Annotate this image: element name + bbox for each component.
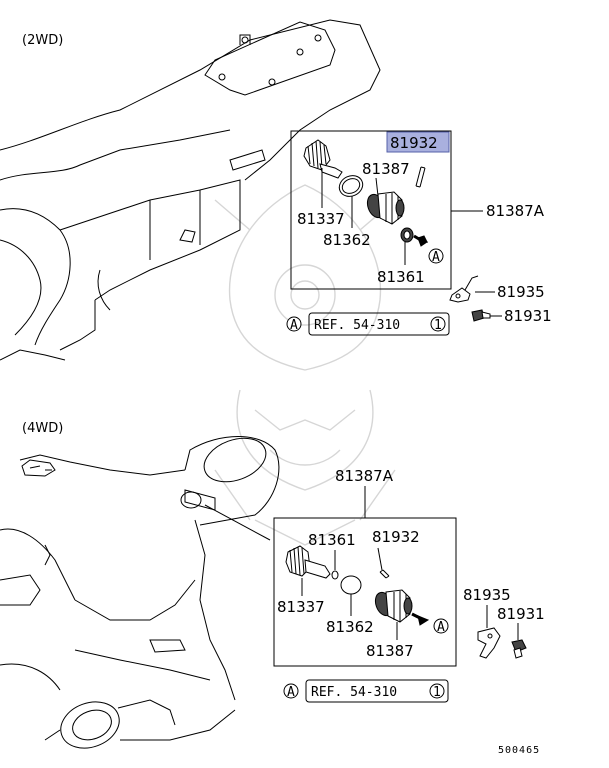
ref-number-circle-top	[430, 316, 446, 332]
transfer-housing-4wd	[0, 436, 280, 749]
o-ring-81362-bottom	[340, 575, 362, 595]
label-81387-top[interactable]: 81387	[362, 160, 410, 178]
parts-box-2wd	[290, 130, 452, 290]
sleeve-81387-bottom	[374, 589, 413, 640]
label-81361-top[interactable]: 81361	[377, 268, 425, 286]
pin-81932-top	[415, 166, 426, 188]
label-81931-top[interactable]: 81931	[504, 307, 552, 325]
ref-box-bottom	[305, 679, 449, 703]
pin-81932-bottom	[377, 547, 390, 579]
ref-box-top	[308, 312, 450, 336]
label-81932-top[interactable]: 81932	[390, 134, 438, 152]
driven-gear-81337-bottom	[285, 545, 331, 596]
circle-marker-a-top-text: A	[432, 250, 440, 265]
highlight-81932	[386, 131, 450, 153]
sleeve-81387-top	[366, 177, 405, 225]
label-81932-bottom[interactable]: 81932	[372, 528, 420, 546]
label-81387a-bottom[interactable]: 81387A	[335, 467, 394, 485]
bracket-81935-bottom	[477, 627, 501, 659]
label-81931-bottom[interactable]: 81931	[497, 605, 545, 623]
label-81337-bottom[interactable]: 81337	[277, 598, 325, 616]
ref-marker-a-bottom	[283, 683, 299, 699]
ref-text-bottom[interactable]: REF. 54-310	[311, 685, 397, 700]
label-81387-bottom[interactable]: 81387	[366, 642, 414, 660]
label-81362-bottom[interactable]: 81362	[326, 618, 374, 636]
label-81362-top[interactable]: 81362	[323, 231, 371, 249]
o-ring-81362-top	[338, 175, 364, 197]
driven-gear-81337-top	[303, 139, 343, 208]
label-81935-bottom[interactable]: 81935	[463, 586, 511, 604]
circle-marker-a-top	[428, 248, 444, 264]
ref-text-top[interactable]: REF. 54-310	[314, 318, 400, 333]
watermark-crest	[214, 184, 396, 546]
ref-marker-a-top	[286, 316, 302, 332]
circle-marker-a-bottom	[433, 618, 449, 634]
bracket-81935-top	[449, 275, 479, 303]
ref-number-bottom: 1	[433, 685, 441, 700]
bolt-81931-bottom	[511, 639, 527, 659]
bolt-81931-top	[471, 309, 491, 322]
ref-marker-a-bottom-text: A	[287, 685, 295, 700]
ref-number-circle-bottom	[429, 683, 445, 699]
figure-number: 500465	[498, 745, 540, 756]
ref-number-top: 1	[434, 318, 442, 333]
ref-marker-a-top-text: A	[290, 318, 298, 333]
section-label-2wd: (2WD)	[22, 33, 63, 48]
transmission-housing-2wd	[0, 19, 381, 361]
circle-marker-a-bottom-text: A	[437, 620, 445, 635]
parts-box-4wd	[273, 517, 457, 667]
label-81387a-top[interactable]: 81387A	[486, 202, 545, 220]
label-81935-top[interactable]: 81935	[497, 283, 545, 301]
section-label-4wd: (4WD)	[22, 421, 63, 436]
seal-81361-bottom	[331, 570, 339, 580]
label-81361-bottom[interactable]: 81361	[308, 531, 356, 549]
label-81337-top[interactable]: 81337	[297, 210, 345, 228]
